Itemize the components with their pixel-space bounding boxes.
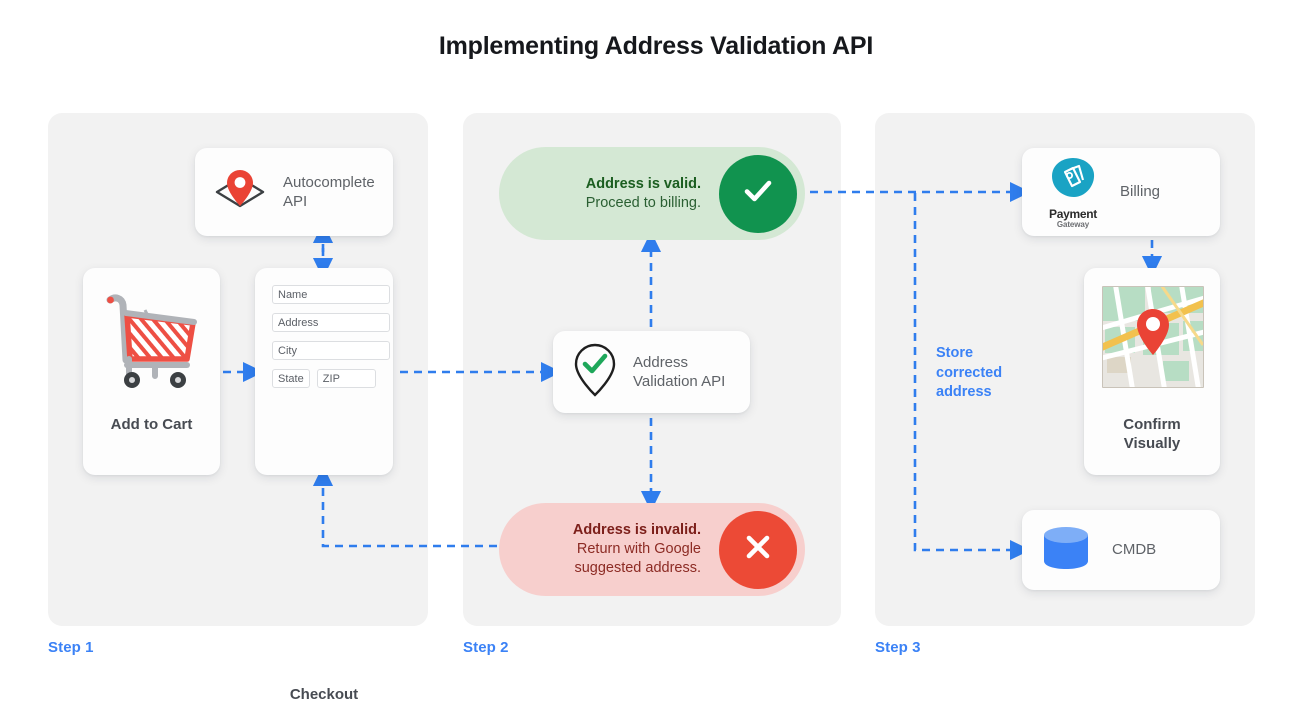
step-2-label: Step 2 (463, 639, 509, 656)
zip-field[interactable]: ZIP (316, 369, 376, 388)
checkout-form: Name Address City State ZIP (272, 285, 390, 397)
confirm-visually-line2: Visually (1123, 434, 1181, 452)
validation-line1: Address (633, 353, 689, 371)
check-icon (738, 171, 778, 216)
invalid-badge (719, 510, 797, 589)
address-valid-text: Address is valid. Proceed to billing. (499, 175, 719, 213)
address-invalid-result: Address is invalid. Return with Google s… (499, 503, 805, 596)
state-zip-row: State ZIP (272, 369, 376, 397)
add-to-cart-card[interactable]: Add to Cart (83, 268, 220, 475)
validation-line2: Validation API (633, 373, 726, 390)
state-field[interactable]: State (272, 369, 310, 388)
confirm-visually-line1: Confirm (1123, 416, 1181, 433)
checkout-label: Checkout (289, 686, 359, 703)
add-to-cart-label: Add to Cart (110, 416, 193, 433)
shopping-cart-icon (99, 286, 205, 395)
autocomplete-api-line1: Autocomplete (283, 173, 375, 191)
address-field[interactable]: Address (272, 313, 390, 332)
payment-gateway-icon (1049, 156, 1097, 205)
pin-check-icon (571, 341, 619, 404)
step-1-label: Step 1 (48, 639, 94, 656)
address-invalid-line2: Return with Google (576, 541, 701, 558)
cmdb-label: CMDB (1112, 541, 1157, 559)
address-valid-line1: Address is valid. (585, 175, 701, 192)
payment-gateway-sub: Gateway (1056, 219, 1090, 229)
map-thumbnail-icon (1102, 286, 1204, 388)
address-valid-result: Address is valid. Proceed to billing. (499, 147, 805, 240)
page-title: Implementing Address Validation API (438, 32, 874, 60)
autocomplete-api-label: Autocomplete API (283, 173, 375, 211)
billing-label: Billing (1120, 183, 1161, 201)
address-validation-api-label: Address Validation API (633, 353, 725, 391)
step-3-label: Step 3 (875, 639, 921, 656)
cmdb-card[interactable]: CMDB (1022, 510, 1220, 590)
address-valid-line2: Proceed to billing. (585, 194, 701, 211)
city-field[interactable]: City (272, 341, 390, 360)
address-invalid-line1: Address is invalid. (572, 522, 701, 539)
confirm-visually-label: Confirm Visually (1084, 416, 1220, 454)
store-corrected-address-label: Store corrected address (936, 344, 1028, 403)
address-validation-api-card[interactable]: Address Validation API (553, 331, 750, 413)
store-label-line3: address (936, 384, 992, 401)
confirm-visually-card[interactable]: Confirm Visually (1084, 268, 1220, 475)
payment-gateway-logo: Payment Gateway (1036, 156, 1110, 229)
close-x-icon (738, 527, 778, 572)
billing-card[interactable]: Payment Gateway Billing (1022, 148, 1220, 236)
store-label-line2: corrected (936, 364, 1003, 381)
payment-gateway-name: Payment (1049, 206, 1097, 221)
autocomplete-api-line2: API (283, 193, 308, 210)
database-cylinder-icon (1040, 523, 1092, 578)
store-label-line1: Store (936, 345, 974, 361)
valid-badge (719, 154, 797, 233)
address-invalid-text: Address is invalid. Return with Google s… (499, 521, 719, 578)
autocomplete-api-card[interactable]: Autocomplete API (195, 148, 393, 236)
name-field[interactable]: Name (272, 285, 390, 304)
map-pin-diamond-icon (209, 162, 271, 223)
address-invalid-line3: suggested address. (574, 559, 701, 576)
checkout-card[interactable]: Name Address City State ZIP Checkout (255, 268, 393, 703)
